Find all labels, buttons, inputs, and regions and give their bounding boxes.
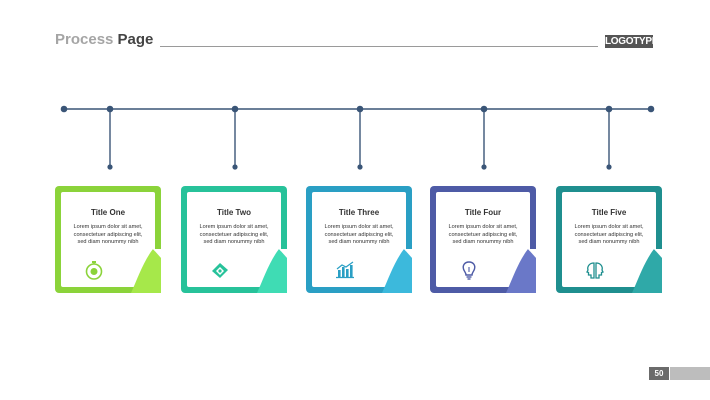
card-title: Title Four xyxy=(464,208,502,217)
page-number-bar xyxy=(670,367,710,380)
card-3: Title Three Lorem ipsum dolor sit amet, … xyxy=(306,186,412,293)
folded-corner xyxy=(131,249,161,293)
logo: LOGOTYPE xyxy=(605,35,659,48)
card-body-line: sed diam nonummy nibh xyxy=(328,239,390,245)
page-title-light: Process xyxy=(55,31,118,48)
card-body-line: sed diam nonummy nibh xyxy=(203,239,265,245)
card-body-line: sed diam nonummy nibh xyxy=(578,239,640,245)
card-body-line: Lorem ipsum dolor sit amet, xyxy=(199,224,269,230)
lightbulb-icon xyxy=(462,261,476,280)
timeline-connector-end-3 xyxy=(357,164,363,170)
card-1: Title One Lorem ipsum dolor sit amet, co… xyxy=(55,186,161,293)
card-4: Title Four Lorem ipsum dolor sit amet, c… xyxy=(430,186,536,293)
card-5: Title Five Lorem ipsum dolor sit amet, c… xyxy=(556,186,662,293)
folded-corner xyxy=(382,249,412,293)
card-inner: Title Four Lorem ipsum dolor sit amet, c… xyxy=(436,192,530,287)
puzzle-triangle-icon xyxy=(212,263,228,278)
timeline-end-node xyxy=(647,105,655,113)
timeline-node-4 xyxy=(480,105,488,113)
timeline-node-2 xyxy=(231,105,239,113)
card-body-line: consectetuer adipiscing elit, xyxy=(199,231,269,238)
heads-icon xyxy=(586,262,604,279)
card-body-line: consectetuer adipiscing elit, xyxy=(73,231,143,238)
page-number: 50 xyxy=(649,367,669,380)
card-inner: Title Five Lorem ipsum dolor sit amet, c… xyxy=(562,192,656,287)
card-title: Title Two xyxy=(217,208,251,217)
bar-chart-icon xyxy=(336,261,354,279)
card-body-line: consectetuer adipiscing elit, xyxy=(574,231,644,238)
card-body: Lorem ipsum dolor sit amet, consectetuer… xyxy=(187,224,281,247)
card-2: Title Two Lorem ipsum dolor sit amet, co… xyxy=(181,186,287,293)
folded-corner xyxy=(506,249,536,293)
timeline-node-5 xyxy=(605,105,613,113)
folded-corner xyxy=(632,249,662,293)
page-header: Process Page LOGOTYPE xyxy=(0,0,710,60)
timeline xyxy=(60,105,655,170)
timeline-connector-end-1 xyxy=(107,164,113,170)
card-body: Lorem ipsum dolor sit amet, consectetuer… xyxy=(436,224,530,247)
card-inner: Title Three Lorem ipsum dolor sit amet, … xyxy=(312,192,406,287)
card-body-line: sed diam nonummy nibh xyxy=(452,239,514,245)
card-body-line: Lorem ipsum dolor sit amet, xyxy=(324,224,394,230)
card-body-line: Lorem ipsum dolor sit amet, xyxy=(73,224,143,230)
card-body-line: consectetuer adipiscing elit, xyxy=(448,231,518,238)
card-inner: Title One Lorem ipsum dolor sit amet, co… xyxy=(61,192,155,287)
timeline-connector-end-5 xyxy=(606,164,612,170)
card-body: Lorem ipsum dolor sit amet, consectetuer… xyxy=(562,224,656,247)
card-title: Title Three xyxy=(338,208,380,217)
card-body: Lorem ipsum dolor sit amet, consectetuer… xyxy=(61,224,155,247)
card-title: Title One xyxy=(90,208,126,217)
timeline-connector-end-4 xyxy=(481,164,487,170)
timeline-node-3 xyxy=(356,105,364,113)
page-title: Process Page xyxy=(55,31,153,48)
folded-corner xyxy=(257,249,287,293)
card-body-line: sed diam nonummy nibh xyxy=(77,239,139,245)
card-title: Title Five xyxy=(591,208,627,217)
timeline-end-node xyxy=(60,105,68,113)
card-inner: Title Two Lorem ipsum dolor sit amet, co… xyxy=(187,192,281,287)
stopwatch-icon xyxy=(85,261,103,280)
card-body-line: consectetuer adipiscing elit, xyxy=(324,231,394,238)
card-body-line: Lorem ipsum dolor sit amet, xyxy=(574,224,644,230)
card-body-line: Lorem ipsum dolor sit amet, xyxy=(448,224,518,230)
header-divider xyxy=(160,46,598,47)
card-body: Lorem ipsum dolor sit amet, consectetuer… xyxy=(312,224,406,247)
timeline-connector-end-2 xyxy=(232,164,238,170)
page-title-dark: Page xyxy=(117,31,154,48)
timeline-node-1 xyxy=(106,105,114,113)
